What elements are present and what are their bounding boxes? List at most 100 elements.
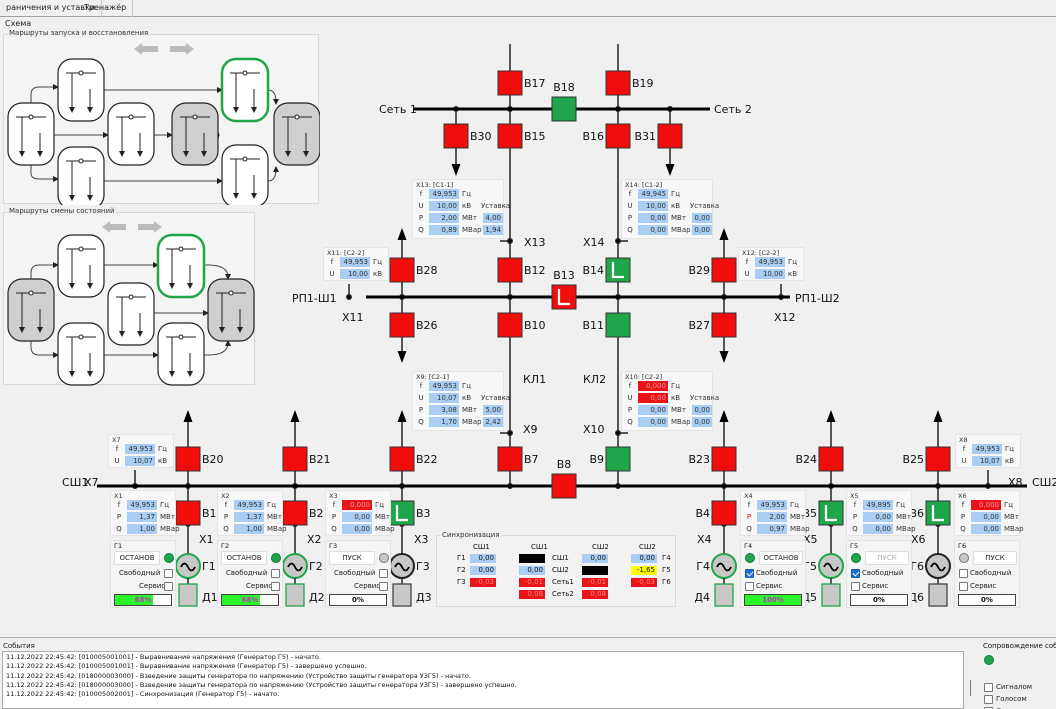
meter-key: U (418, 202, 424, 210)
switch-b18[interactable] (551, 96, 577, 122)
prev-arrow-icon[interactable] (102, 221, 126, 233)
switch-b19[interactable] (605, 70, 631, 96)
route-nav-arrows[interactable] (134, 43, 194, 55)
switch-label: В4 (695, 507, 710, 520)
meter-key: Q (418, 226, 424, 234)
event-support-panel: Сопровождение событ Сигналом Голосом Фор… (978, 640, 1056, 709)
switch-b14[interactable] (605, 257, 631, 283)
free-mode-checkbox[interactable] (379, 569, 388, 578)
next-arrow-icon[interactable] (170, 43, 194, 55)
meter-value-q: 0,00 (863, 524, 893, 534)
signal-checkbox[interactable] (984, 683, 993, 692)
next-arrow-icon[interactable] (138, 221, 162, 233)
free-mode-label: Свободный (756, 569, 798, 577)
service-mode-checkbox[interactable] (379, 582, 388, 591)
route-state-node[interactable] (57, 58, 105, 122)
switch-b2[interactable] (282, 500, 308, 526)
free-mode-checkbox[interactable] (851, 569, 860, 578)
switch-b9[interactable] (605, 446, 631, 472)
free-mode-checkbox[interactable] (271, 569, 280, 578)
route-state-node[interactable] (207, 278, 255, 342)
generator-5[interactable] (818, 553, 844, 607)
route-state-node[interactable] (220, 57, 270, 123)
switch-b3[interactable] (389, 500, 415, 526)
generator-4[interactable] (711, 553, 737, 607)
switch-b15[interactable] (497, 123, 523, 149)
service-mode-checkbox[interactable] (164, 582, 173, 591)
tab-limits-setpoints[interactable]: раничения и уставки (0, 0, 103, 17)
switch-b6[interactable] (925, 500, 951, 526)
switch-b1[interactable] (175, 500, 201, 526)
switch-b5[interactable] (818, 500, 844, 526)
switch-b13[interactable] (551, 284, 577, 310)
route-state-node[interactable] (7, 278, 55, 342)
switch-b28[interactable] (389, 257, 415, 283)
switch-b21[interactable] (282, 446, 308, 472)
switch-b27[interactable] (711, 312, 737, 338)
route-state-node[interactable] (107, 282, 155, 346)
switch-b23[interactable] (711, 446, 737, 472)
switch-b7[interactable] (497, 446, 523, 472)
free-mode-checkbox[interactable] (959, 569, 968, 578)
generator-3[interactable] (389, 553, 415, 607)
free-mode-checkbox[interactable] (164, 569, 173, 578)
forced-checkbox[interactable] (984, 707, 993, 709)
start-stop-button[interactable]: ОСТАНОВ (114, 551, 160, 565)
service-mode-checkbox[interactable] (271, 582, 280, 591)
service-mode-checkbox[interactable] (745, 582, 754, 591)
route-state-node[interactable] (156, 233, 206, 299)
meter-value-f: 49,945 (638, 189, 668, 199)
switch-b30[interactable] (443, 123, 469, 149)
switch-b17[interactable] (497, 70, 523, 96)
switch-b24[interactable] (818, 446, 844, 472)
route-state-node[interactable] (107, 102, 155, 166)
start-stop-button[interactable]: ОСТАНОВ (221, 551, 267, 565)
switch-b8[interactable] (551, 473, 577, 499)
switch-b10[interactable] (497, 312, 523, 338)
free-mode-checkbox[interactable] (745, 569, 754, 578)
route-state-node[interactable] (171, 102, 219, 166)
generator-2[interactable] (282, 553, 308, 607)
start-stop-button[interactable]: ОСТАНОВ (759, 551, 803, 565)
status-led (271, 553, 281, 563)
start-stop-button[interactable]: ПУСК (973, 551, 1017, 565)
switch-b26[interactable] (389, 312, 415, 338)
service-mode-checkbox[interactable] (959, 582, 968, 591)
free-mode-label: Свободный (119, 569, 161, 577)
route-nav-arrows[interactable] (102, 221, 162, 233)
start-stop-button[interactable]: ПУСК (329, 551, 375, 565)
generator-1[interactable] (175, 553, 201, 607)
route-state-node[interactable] (57, 322, 105, 386)
generator-6[interactable] (925, 553, 951, 607)
switch-b25[interactable] (925, 446, 951, 472)
switch-b4[interactable] (711, 500, 737, 526)
point-label-x5: Х5 (803, 533, 818, 546)
state-routes-title: Маршруты смены состояний (8, 207, 116, 215)
route-state-node[interactable] (57, 234, 105, 298)
tab-simulator[interactable]: Тренажёр (78, 0, 134, 17)
voice-checkbox[interactable] (984, 695, 993, 704)
meter-unit: МВар (896, 525, 916, 533)
prev-arrow-icon[interactable] (134, 43, 158, 55)
events-list[interactable]: 11.12.2022 22:45:42: [010005001001] - Вы… (2, 651, 964, 709)
service-mode-checkbox[interactable] (851, 582, 860, 591)
switch-b16[interactable] (605, 123, 631, 149)
switch-b12[interactable] (497, 257, 523, 283)
route-state-node[interactable] (7, 102, 55, 166)
splitter-handle[interactable] (970, 680, 971, 696)
switch-b11[interactable] (605, 312, 631, 338)
switch-b22[interactable] (389, 446, 415, 472)
switch-b29[interactable] (711, 257, 737, 283)
switch-b20[interactable] (175, 446, 201, 472)
schema-group-label: Схема (5, 19, 32, 28)
engine-label: Д3 (416, 591, 432, 604)
route-state-node[interactable] (157, 322, 205, 386)
start-stop-button[interactable]: ПУСК (865, 551, 909, 565)
switch-b31[interactable] (657, 123, 683, 149)
